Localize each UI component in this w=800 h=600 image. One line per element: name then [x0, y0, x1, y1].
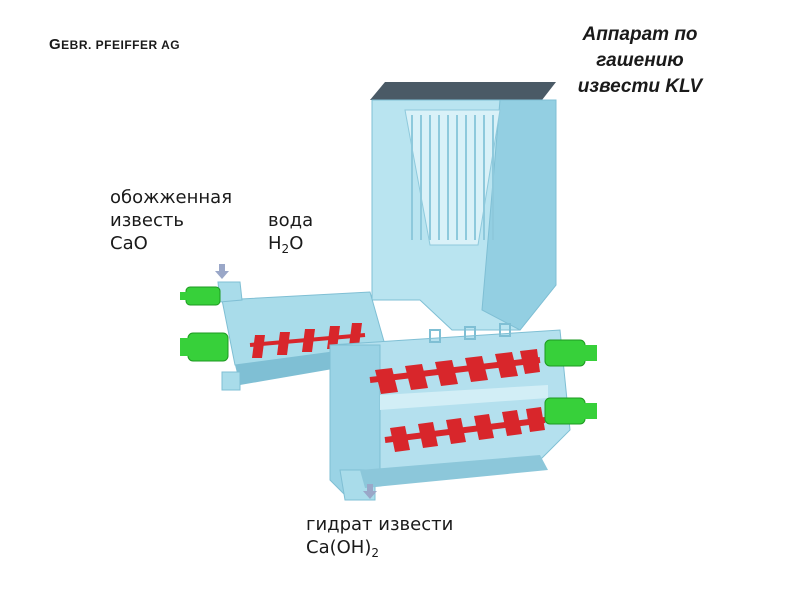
title-line-2: гашению — [560, 48, 720, 74]
title-line-3: извести KLV — [560, 74, 720, 100]
lime-input-label: обожженная известь CaO — [110, 186, 232, 255]
diagram-title: Аппарат по гашению извести KLV — [560, 22, 720, 100]
output-formula: Ca(OH)2 — [306, 536, 453, 559]
title-line-1: Аппарат по — [560, 22, 720, 48]
output-label: гидрат извести Ca(OH)2 — [306, 513, 453, 559]
brand-logo: GEBR. PFEIFFER AG — [49, 36, 180, 54]
slaking-trough — [330, 324, 570, 500]
input-arrow-lime — [215, 264, 229, 279]
water-input-label: вода H2O — [268, 209, 313, 255]
hopper — [370, 82, 556, 330]
feed-motor-upper — [180, 287, 220, 305]
main-motor-upper — [545, 340, 597, 366]
water-formula: H2O — [268, 232, 313, 255]
main-motor-lower — [545, 398, 597, 424]
feed-motor-lower — [180, 333, 228, 361]
